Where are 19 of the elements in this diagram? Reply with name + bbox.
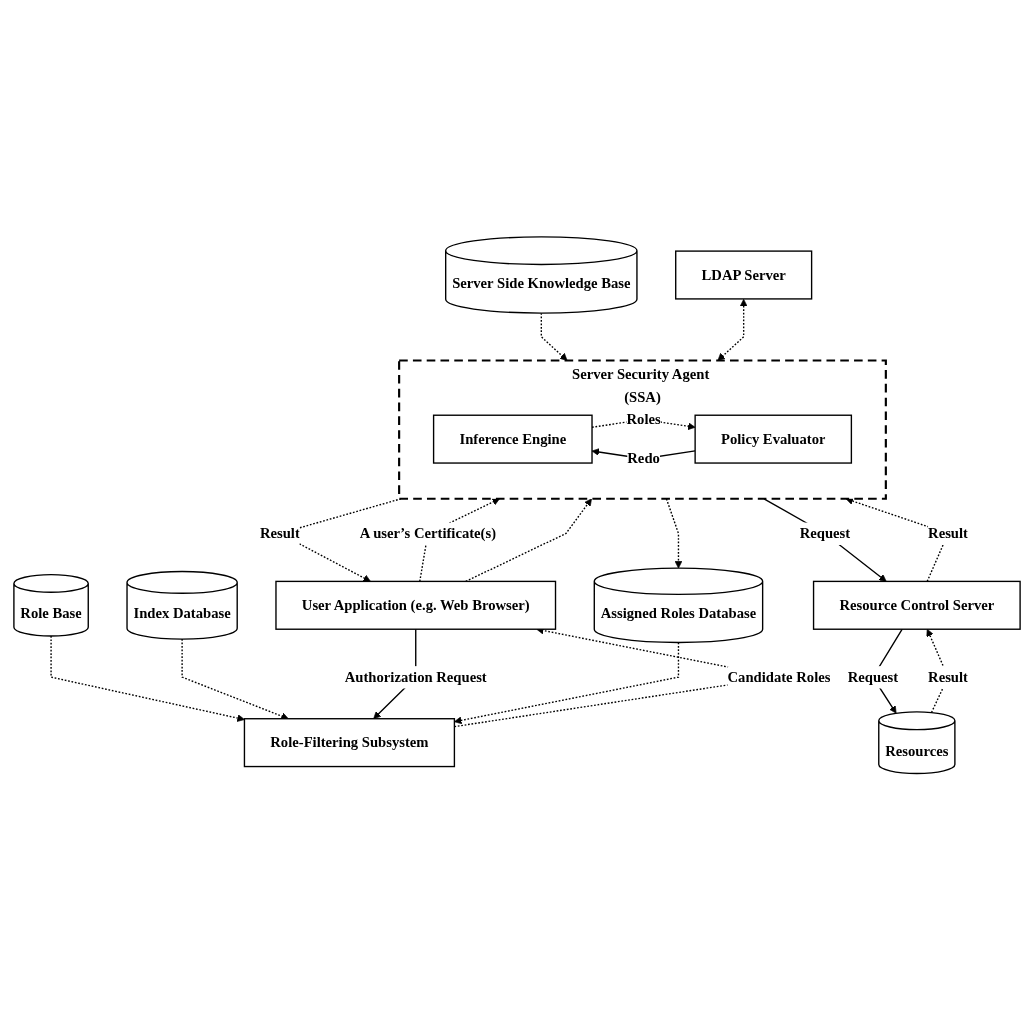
edge-label: Result — [928, 525, 968, 542]
edge-label: Redo — [627, 450, 660, 468]
edge-label: Authorization Request — [344, 669, 487, 686]
node-box: Role-Filtering Subsystem — [243, 718, 456, 768]
arrow — [454, 642, 680, 725]
node-box: Policy Evaluator — [694, 414, 853, 465]
edge-label: Result — [928, 669, 968, 686]
arrow — [50, 635, 245, 723]
edge-label: Candidate Roles — [727, 669, 831, 686]
node-box: Resource Control Server — [812, 581, 1021, 631]
edge-label: Result — [259, 525, 300, 542]
node-box: LDAP Server — [675, 250, 813, 300]
edge-label: A user’s Certificate(s) — [359, 525, 497, 542]
node-box: Inference Engine — [432, 414, 593, 465]
arrow — [181, 638, 289, 721]
edge-label: Roles — [626, 411, 661, 428]
edge-label: Request — [847, 669, 899, 686]
edge-label: Request — [799, 525, 851, 542]
node-box: User Application (e.g. Web Browser) — [275, 581, 557, 631]
